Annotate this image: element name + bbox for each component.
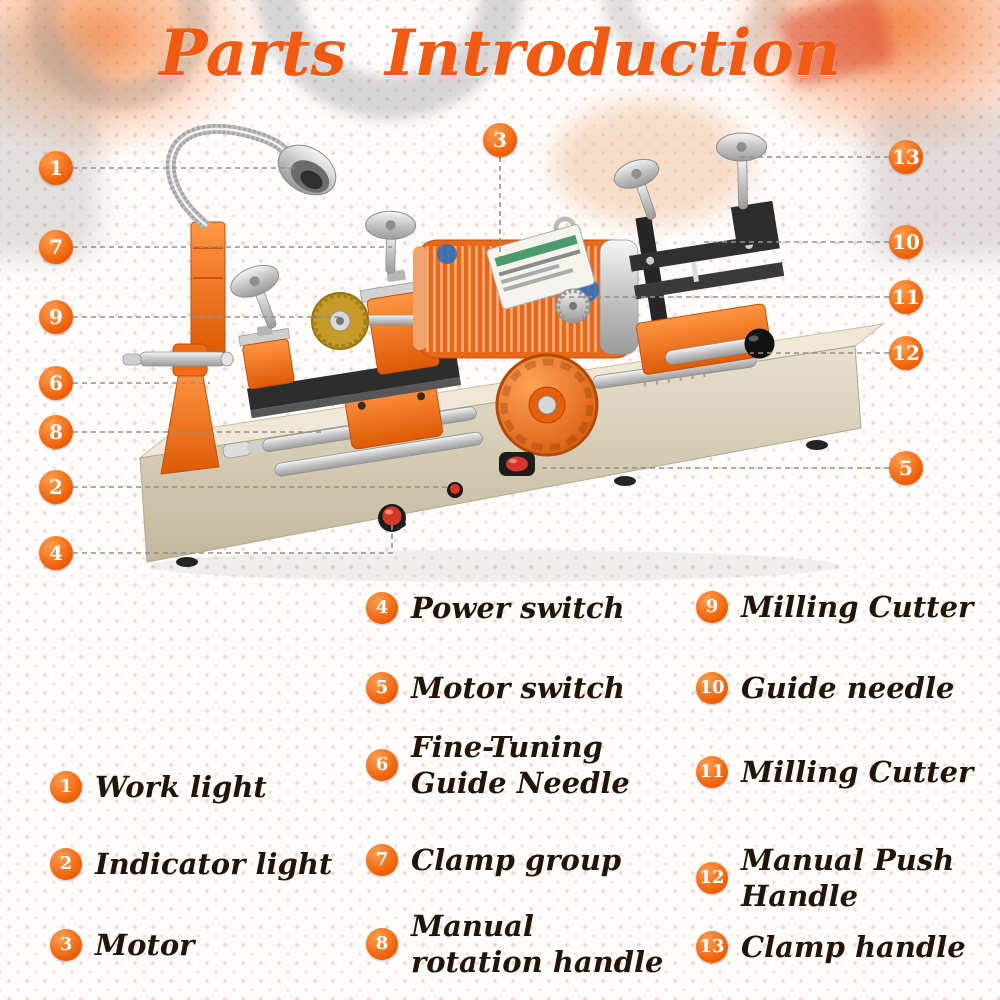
legend-badge-11: 11 xyxy=(696,756,728,789)
motor xyxy=(413,216,639,359)
legend-item-guide-needle: 10 Guide needle xyxy=(696,670,991,706)
machine-photo xyxy=(122,123,885,582)
callout-10: 10 xyxy=(889,225,923,259)
guide-needle xyxy=(690,261,699,283)
milling-cutter-right xyxy=(555,288,591,324)
indicator-light xyxy=(447,482,463,498)
clamp-wing-nut-left xyxy=(230,264,280,329)
callout-11: 11 xyxy=(889,280,923,314)
legend-badge-10: 10 xyxy=(696,672,728,705)
legend-item-fine-tuning-guide-needle: 6 Fine-Tuning Guide Needle xyxy=(366,729,671,802)
lamp-head xyxy=(277,144,337,196)
callout-12: 12 xyxy=(889,336,923,370)
legend-badge-3: 3 xyxy=(50,929,82,962)
legend-item-milling-cutter-9: 9 Milling Cutter xyxy=(696,589,991,625)
legend-badge-5: 5 xyxy=(366,672,398,705)
milling-cutter-left xyxy=(311,292,434,350)
legend-label-manual-rotation-handle: Manual rotation handle xyxy=(411,909,664,980)
legend-badge-8: 8 xyxy=(366,928,398,961)
legend-label-motor-switch: Motor switch xyxy=(411,671,626,705)
clamp-handle xyxy=(716,132,768,210)
carriage-rails xyxy=(222,378,483,477)
legend-badge-1: 1 xyxy=(50,771,82,804)
legend-badge-13: 13 xyxy=(696,931,728,964)
motor-label-sticker xyxy=(486,224,595,310)
legend-item-work-light: 1 Work light xyxy=(50,769,395,805)
legend-item-indicator-light: 2 Indicator light xyxy=(50,846,395,882)
legend-item-clamp-group: 7 Clamp group xyxy=(366,842,671,878)
legend-item-motor-switch: 5 Motor switch xyxy=(366,670,671,706)
power-switch xyxy=(378,504,406,532)
legend-label-indicator-light: Indicator light xyxy=(95,847,333,881)
legend-badge-9: 9 xyxy=(696,591,728,624)
clamp-wing-nut-right xyxy=(365,210,417,274)
legend-label-motor: Motor xyxy=(95,928,195,962)
legend-label-clamp-handle: Clamp handle xyxy=(741,930,966,964)
legend-label-fine-tuning-guide-needle: Fine-Tuning Guide Needle xyxy=(411,730,630,801)
legend-label-milling-cutter-11: Milling Cutter xyxy=(741,755,974,789)
callout-9: 9 xyxy=(39,300,73,334)
legend-item-milling-cutter-11: 11 Milling Cutter xyxy=(696,754,991,790)
legend-label-milling-cutter-9: Milling Cutter xyxy=(741,590,974,624)
legend-label-work-light: Work light xyxy=(95,770,267,804)
callout-2: 2 xyxy=(39,470,73,504)
legend-item-clamp-handle: 13 Clamp handle xyxy=(696,929,991,965)
legend-label-manual-push-handle: Manual Push Handle xyxy=(741,843,955,914)
callout-5: 5 xyxy=(889,451,923,485)
callout-8: 8 xyxy=(39,415,73,449)
callout-1: 1 xyxy=(39,151,73,185)
legend-item-manual-rotation-handle: 8 Manual rotation handle xyxy=(366,908,671,981)
legend-label-clamp-group: Clamp group xyxy=(411,843,622,877)
clamp-wing-nut-mid xyxy=(613,158,660,220)
legend-badge-7: 7 xyxy=(366,844,398,877)
callout-4: 4 xyxy=(39,536,73,570)
machine-shadow xyxy=(150,550,840,582)
callout-13: 13 xyxy=(889,140,923,174)
hand-wheel xyxy=(495,353,599,457)
motor-switch xyxy=(499,452,535,476)
legend-item-motor: 3 Motor xyxy=(50,927,395,963)
legend-badge-2: 2 xyxy=(50,848,82,881)
callout-6: 6 xyxy=(39,366,73,400)
legend-item-manual-push-handle: 12 Manual Push Handle xyxy=(696,842,991,915)
manual-push-handle xyxy=(665,328,775,365)
fine-tuning-guide-needle xyxy=(122,343,234,475)
callout-3: 3 xyxy=(483,123,517,157)
callout-7: 7 xyxy=(39,230,73,264)
page-title: Parts Introduction xyxy=(159,16,841,91)
legend-badge-4: 4 xyxy=(366,592,398,625)
legend-badge-6: 6 xyxy=(366,749,398,782)
legend-label-power-switch: Power switch xyxy=(411,591,625,625)
legend-label-guide-needle: Guide needle xyxy=(741,671,955,705)
legend-item-power-switch: 4 Power switch xyxy=(366,590,671,626)
legend-badge-12: 12 xyxy=(696,862,728,895)
